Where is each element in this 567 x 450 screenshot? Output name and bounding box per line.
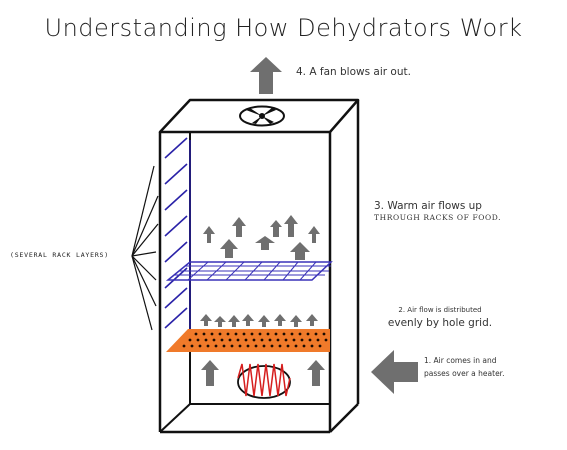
- intake-up-arrows: [201, 360, 325, 386]
- warm-air-arrows: [203, 215, 320, 260]
- dehydrator-cabinet: [158, 98, 360, 434]
- step-3-sublabel: THROUGH RACKS OF FOOD.: [374, 213, 502, 222]
- diagram-title: Understanding How Dehydrators Work: [44, 14, 523, 42]
- tray-airflow-arrows: [200, 314, 318, 327]
- heater-icon: [237, 363, 291, 399]
- fan-icon: [239, 105, 285, 127]
- air-intake-arrow-icon: [371, 350, 418, 394]
- step-1-label: 1. Air comes in and: [424, 356, 497, 365]
- step-3-label: 3. Warm air flows up: [374, 200, 482, 212]
- step-2-sublabel: evenly by hole grid.: [387, 317, 493, 329]
- exhaust-arrow-icon: [250, 57, 282, 94]
- rack-pointer-lines: [131, 165, 159, 331]
- rack-slats: [164, 137, 191, 330]
- food-rack-grid: [165, 261, 333, 281]
- hole-grid-tray: [166, 329, 330, 352]
- step-1-sublabel: passes over a heater.: [424, 369, 505, 378]
- step-2-label: 2. Air flow is distributed: [398, 306, 482, 314]
- rack-layers-label: (SEVERAL RACK LAYERS): [10, 251, 109, 259]
- step-4-label: 4. A fan blows air out.: [296, 66, 411, 78]
